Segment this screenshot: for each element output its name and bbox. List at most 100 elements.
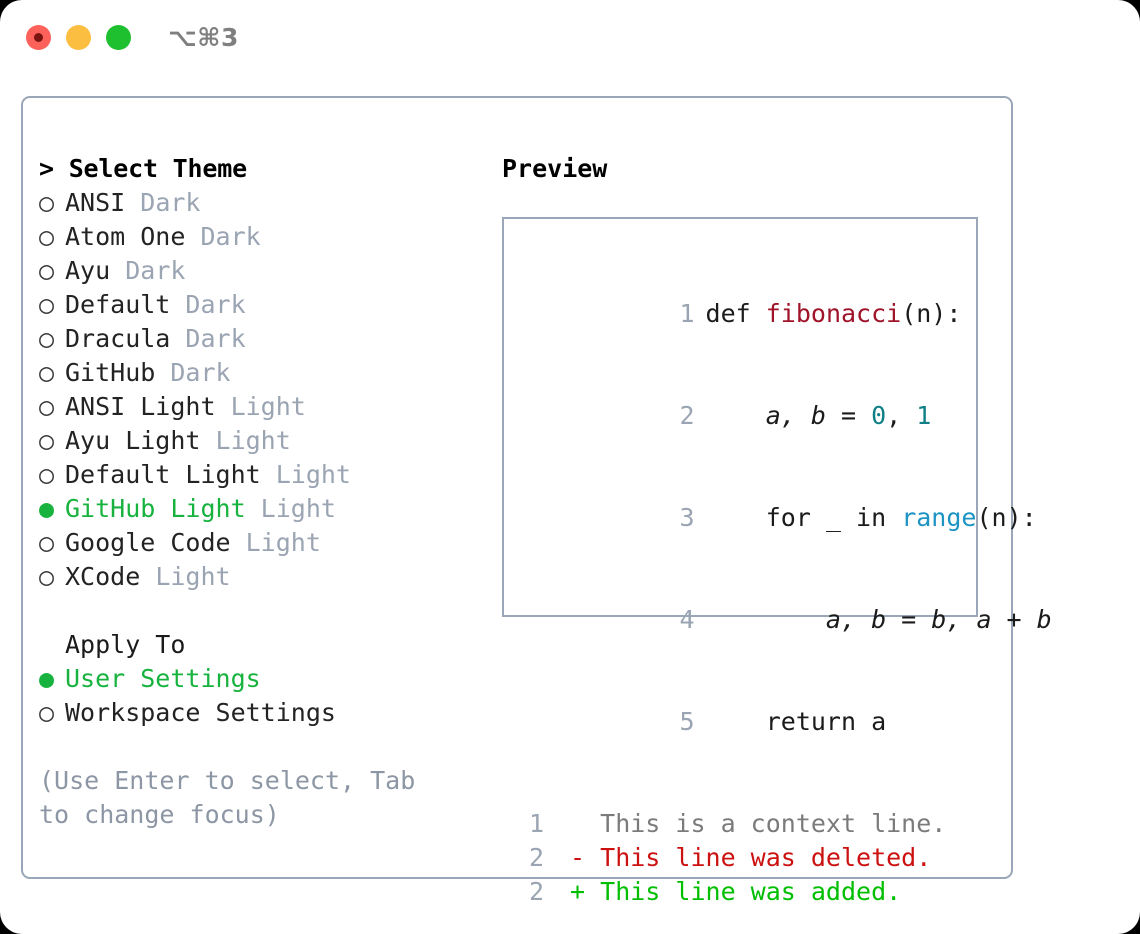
code-line: 4 a, b = b, a + b bbox=[522, 569, 1051, 671]
theme-option-github[interactable]: ○ GitHub Dark bbox=[39, 356, 479, 390]
radio-unselected-icon: ○ bbox=[39, 426, 55, 455]
theme-option-google-code[interactable]: ○ Google Code Light bbox=[39, 526, 479, 560]
diff-line-text: + This line was added. bbox=[555, 877, 902, 906]
theme-option-ayu-light[interactable]: ○ Ayu Light Light bbox=[39, 424, 479, 458]
line-number: 2 bbox=[528, 877, 544, 906]
theme-option-default[interactable]: ○ Default Dark bbox=[39, 288, 479, 322]
theme-variant-tag: Light bbox=[155, 562, 231, 591]
preview-heading: Preview bbox=[502, 154, 608, 183]
line-number: 4 bbox=[679, 605, 695, 634]
minimize-button[interactable] bbox=[66, 25, 91, 50]
apply-to-heading: Apply To bbox=[65, 630, 186, 659]
apply-to-option-user-settings[interactable]: ●User Settings bbox=[39, 662, 479, 696]
theme-option-label: Google Code bbox=[65, 528, 246, 557]
code-line: 1 def fibonacci(n): bbox=[522, 263, 976, 365]
theme-option-label: Default bbox=[65, 290, 186, 319]
radio-unselected-icon: ○ bbox=[39, 528, 55, 557]
theme-option-dracula[interactable]: ○ Dracula Dark bbox=[39, 322, 479, 356]
radio-selected-icon: ● bbox=[39, 664, 55, 693]
theme-option-label: Atom One bbox=[65, 222, 201, 251]
code-indent bbox=[706, 503, 766, 532]
apply-to-option-label: Workspace Settings bbox=[65, 698, 336, 727]
diff-line-text: - This line was deleted. bbox=[555, 843, 932, 872]
theme-option-label: ANSI bbox=[65, 188, 141, 217]
apply-to-list: ●User Settings○ Workspace Settings bbox=[39, 662, 479, 730]
close-button[interactable] bbox=[26, 25, 51, 50]
theme-option-label: ANSI Light bbox=[65, 392, 231, 421]
code-punctuation: (n): bbox=[901, 299, 962, 328]
list-spacer bbox=[39, 594, 479, 628]
theme-option-label: Dracula bbox=[65, 324, 186, 353]
radio-unselected-icon: ○ bbox=[39, 222, 55, 251]
code-keyword: def bbox=[705, 299, 766, 328]
maximize-button[interactable] bbox=[106, 25, 131, 50]
line-number: 5 bbox=[679, 707, 695, 736]
select-theme-heading: > Select Theme bbox=[39, 154, 247, 183]
code-punctuation: (n): bbox=[976, 503, 1037, 532]
radio-unselected-icon: ○ bbox=[39, 188, 55, 217]
theme-option-label: GitHub Light bbox=[65, 494, 261, 523]
code-line: 2 a, b = 0, 1 bbox=[522, 365, 976, 467]
radio-unselected-icon: ○ bbox=[39, 698, 55, 727]
theme-option-github-light[interactable]: ● GitHub Light Light bbox=[39, 492, 479, 526]
code-number: 0 bbox=[871, 401, 887, 430]
line-number: 2 bbox=[679, 401, 695, 430]
radio-selected-icon: ● bbox=[39, 494, 55, 523]
diff-line-added: 2 + This line was added. bbox=[522, 875, 976, 909]
theme-option-label: Ayu bbox=[65, 256, 126, 285]
diff-line-text: This is a context line. bbox=[555, 809, 947, 838]
theme-variant-tag: Dark bbox=[200, 222, 261, 251]
code-text: return a bbox=[705, 707, 887, 736]
code-line: 5 return a bbox=[522, 671, 976, 773]
theme-variant-tag: Light bbox=[215, 426, 291, 455]
theme-option-default-light[interactable]: ○ Default Light Light bbox=[39, 458, 479, 492]
radio-unselected-icon: ○ bbox=[39, 562, 55, 591]
line-number: 2 bbox=[528, 843, 544, 872]
theme-option-ansi[interactable]: ○ANSI Dark bbox=[39, 186, 479, 220]
theme-selector-column: > Select Theme ○ANSI Dark○Atom One Dark○… bbox=[39, 152, 479, 832]
code-number: 1 bbox=[916, 401, 932, 430]
theme-variant-tag: Light bbox=[275, 460, 351, 489]
line-number: 1 bbox=[528, 809, 544, 838]
theme-variant-tag: Light bbox=[260, 494, 336, 523]
code-text: a, b = b, a + b bbox=[705, 605, 1052, 634]
theme-option-ansi-light[interactable]: ○ ANSI Light Light bbox=[39, 390, 479, 424]
radio-unselected-icon: ○ bbox=[39, 460, 55, 489]
theme-option-label: Ayu Light bbox=[65, 426, 216, 455]
theme-list: ○ ANSI Dark ○ Atom One Dark ○ Ayu Dark ○ Defaul… bbox=[39, 186, 479, 594]
diff-line-deleted: 2 - This line was deleted. bbox=[522, 841, 976, 875]
theme-option-ayu[interactable]: ○ Ayu Dark bbox=[39, 254, 479, 288]
code-keyword: for _ in bbox=[765, 503, 902, 532]
code-blank-line bbox=[522, 773, 976, 807]
keyboard-hint-text: (Use Enter to select, Tab to change focu… bbox=[39, 766, 416, 829]
theme-option-label: XCode bbox=[65, 562, 156, 591]
radio-unselected-icon: ○ bbox=[39, 290, 55, 319]
radio-unselected-icon: ○ bbox=[39, 358, 55, 387]
theme-variant-tag: Light bbox=[230, 392, 306, 421]
theme-variant-tag: Dark bbox=[125, 256, 186, 285]
code-variables: a, b = bbox=[765, 401, 872, 430]
code-function-name: fibonacci bbox=[765, 299, 902, 328]
keyboard-shortcut-label: ⌥⌘3 bbox=[168, 23, 239, 52]
radio-unselected-icon: ○ bbox=[39, 256, 55, 285]
radio-unselected-icon: ○ bbox=[39, 324, 55, 353]
theme-variant-tag: Light bbox=[245, 528, 321, 557]
theme-option-xcode[interactable]: ○ XCode Light bbox=[39, 560, 479, 594]
theme-option-label: Default Light bbox=[65, 460, 276, 489]
main-panel: > Select Theme ○ANSI Dark○Atom One Dark○… bbox=[21, 96, 1052, 906]
apply-to-option-workspace-settings[interactable]: ○ Workspace Settings bbox=[39, 696, 479, 730]
code-line: 3 for _ in range(n): bbox=[522, 467, 1036, 569]
window-controls bbox=[26, 25, 131, 50]
code-builtin: range bbox=[901, 503, 977, 532]
theme-option-atom-one[interactable]: ○ Atom One Dark bbox=[39, 220, 479, 254]
theme-variant-tag: Dark bbox=[170, 358, 231, 387]
theme-variant-tag: Dark bbox=[185, 324, 246, 353]
theme-variant-tag: Dark bbox=[185, 290, 246, 319]
radio-unselected-icon: ○ bbox=[39, 392, 55, 421]
line-number: 1 bbox=[679, 299, 695, 328]
theme-option-label: GitHub bbox=[65, 358, 171, 387]
line-number: 3 bbox=[679, 503, 695, 532]
